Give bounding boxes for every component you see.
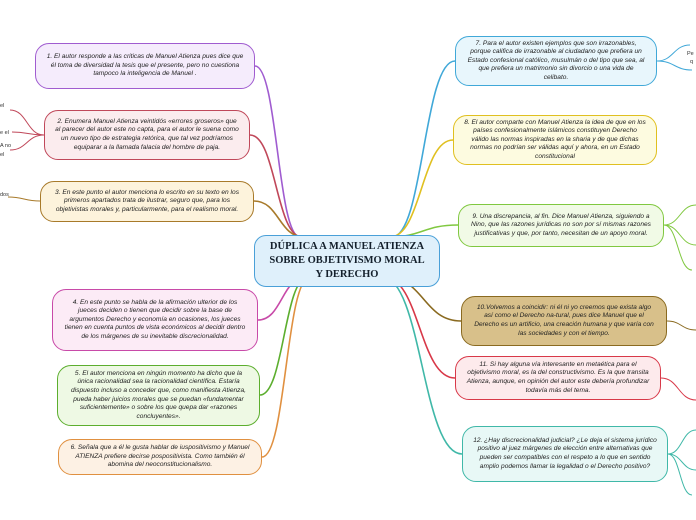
- connector-curve: [261, 276, 311, 458]
- connector-curve: [9, 109, 45, 136]
- connector-curve: [253, 200, 305, 238]
- topic-node-3[interactable]: 3. En este punto el autor menciona lo es…: [40, 181, 254, 222]
- clipped-subtopic-text: q: [690, 59, 694, 65]
- topic-node-12[interactable]: 12. ¿Hay discrecionalidad judicial? ¿Le …: [462, 426, 668, 482]
- topic-node-5[interactable]: 5. El autor menciona en ningún momento h…: [57, 365, 260, 426]
- connector-curve: [656, 60, 693, 71]
- connector-curve: [666, 320, 696, 331]
- topic-node-6[interactable]: 6. Señala que a él le gusta hablar de iu…: [58, 439, 262, 475]
- connector-curve: [383, 276, 456, 379]
- connector-curve: [381, 276, 463, 455]
- clipped-subtopic-text: Pe: [687, 51, 694, 57]
- topic-node-9[interactable]: 9. Una discrepancia, al fin. Dice Manuel…: [458, 204, 664, 247]
- connector-curve: [663, 204, 696, 226]
- connector-curve: [667, 429, 696, 455]
- connector-curve: [660, 377, 696, 401]
- topic-node-11[interactable]: 11. Si hay alguna vía interesante en met…: [455, 356, 661, 400]
- connector-curve: [7, 196, 41, 202]
- topic-node-7[interactable]: 7. Para el autor existen ejemplos que so…: [455, 36, 657, 86]
- topic-node-4[interactable]: 4. En este punto se habla de la afirmaci…: [52, 289, 258, 351]
- clipped-subtopic-text: el: [0, 152, 5, 158]
- connector-curve: [391, 60, 456, 238]
- clipped-subtopic-text: e el: [0, 130, 9, 136]
- topic-node-10[interactable]: 10.Volvemos a coincidir: ni él ni yo cre…: [461, 296, 667, 346]
- connector-curve: [667, 453, 693, 496]
- connector-curve: [656, 44, 691, 62]
- connector-curve: [663, 224, 696, 246]
- topic-node-1[interactable]: 1. El autor responde a las criticas de M…: [35, 43, 255, 89]
- central-topic[interactable]: DÚPLICA A MANUEL ATIENZA SOBRE OBJETIVIS…: [254, 235, 440, 287]
- topic-node-2[interactable]: 2. Enumera Manuel Atienza veintidós «err…: [44, 110, 250, 160]
- connector-curve: [249, 134, 303, 238]
- clipped-subtopic-text: dos: [0, 192, 9, 198]
- topic-node-8[interactable]: 8. El autor comparte con Manuel Atienza …: [453, 115, 657, 165]
- connector-curve: [9, 134, 45, 151]
- connector-curve: [254, 65, 301, 238]
- connector-curve: [663, 224, 693, 271]
- clipped-subtopic-text: A no: [0, 143, 12, 149]
- connector-curve: [11, 131, 45, 136]
- connector-curve: [389, 139, 454, 238]
- clipped-subtopic-text: el: [0, 103, 5, 109]
